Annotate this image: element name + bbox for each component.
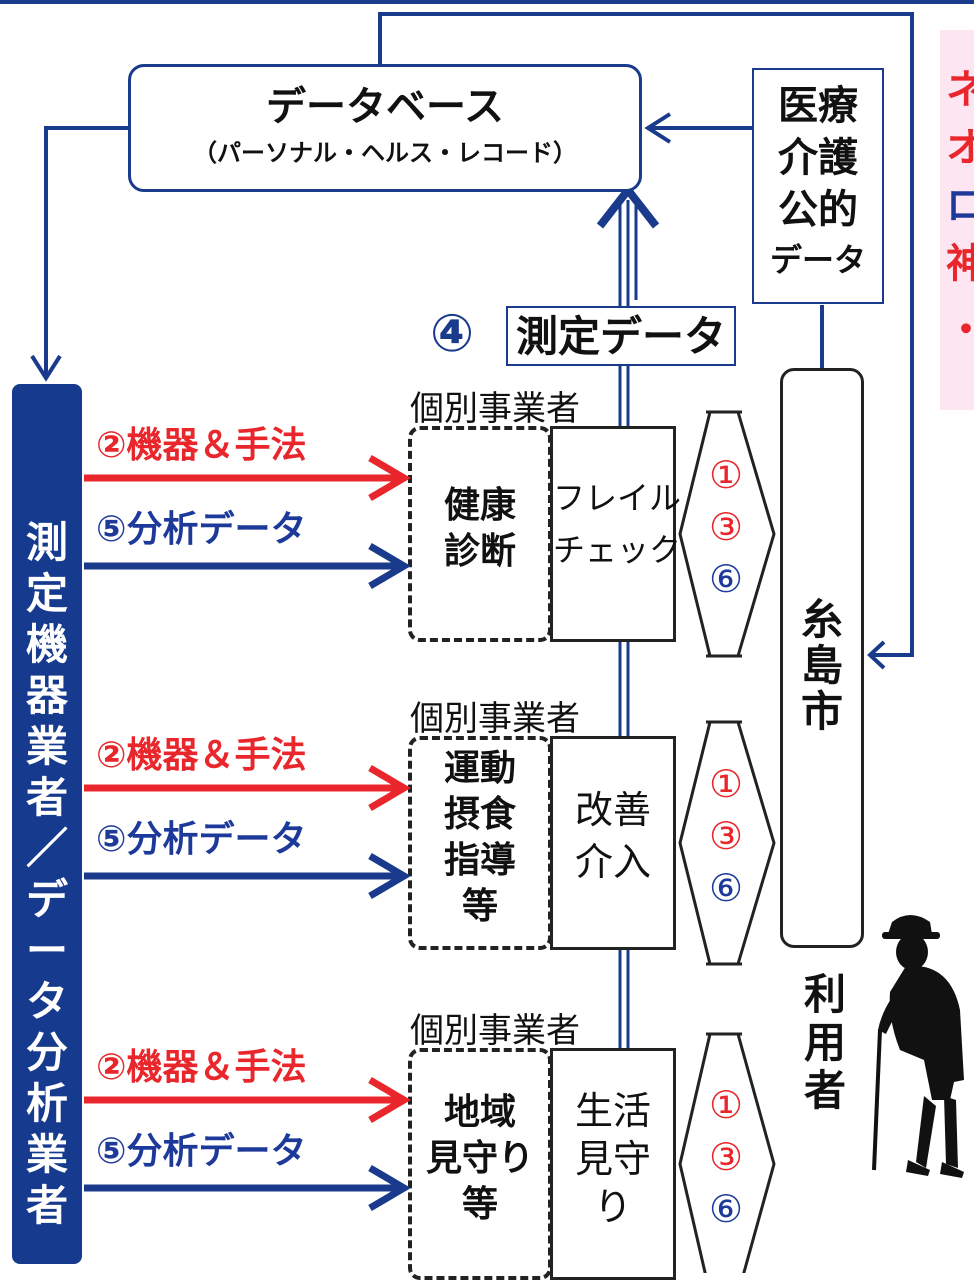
equipment-method-label: ②機器＆手法 — [96, 735, 307, 776]
action-line: 生活 — [574, 1089, 651, 1133]
arrowhead-db — [644, 112, 672, 144]
partial-text-1: ネ — [946, 67, 974, 113]
analysis-arrowhead — [368, 1164, 411, 1212]
service-box: 地域見守り等 — [408, 1048, 552, 1280]
public-data-box: 医療 介護 公的 データ — [752, 68, 884, 304]
public-data-line-1: 医療 — [778, 83, 858, 129]
service-box: 健康診断 — [408, 426, 552, 642]
action-line: チェック — [553, 531, 682, 569]
service-line: 指導 — [443, 840, 516, 881]
vendor-char: ／ — [25, 824, 68, 873]
vendor-char: 測 — [25, 518, 68, 567]
bidirectional-connector — [678, 720, 776, 966]
equipment-arrowhead — [368, 764, 411, 812]
measurement-label: 測定データ — [516, 312, 727, 361]
bidirectional-connector — [678, 410, 776, 658]
loop-line-db-to-city — [378, 12, 914, 657]
elderly-person-icon — [872, 915, 964, 1178]
loop-arrowhead-city — [867, 640, 886, 670]
step-badge: ① — [708, 453, 744, 497]
vendor-char: 析 — [25, 1079, 68, 1128]
operator-label: 個別事業者 — [410, 389, 580, 429]
service-line: 地域 — [443, 1092, 516, 1133]
service-line: 診断 — [443, 531, 516, 572]
analysis-data-label: ⑤分析データ — [96, 1131, 307, 1172]
vendor-char: 定 — [25, 569, 68, 618]
database-box: データベース （パーソナル・ヘルス・レコード） — [128, 64, 642, 192]
public-data-line-3: 公的 — [778, 187, 858, 233]
step-badge: ⑥ — [708, 866, 744, 910]
analysis-arrowhead — [368, 852, 411, 900]
operator-label: 個別事業者 — [410, 1011, 580, 1051]
step-badge: ① — [708, 762, 744, 806]
partial-text-3: ロ — [946, 183, 974, 229]
action-box: 生活見守り — [550, 1048, 676, 1280]
service-line: 等 — [461, 886, 498, 927]
partial-text-5: ・ — [946, 310, 974, 350]
vendor-char: 業 — [25, 722, 68, 771]
vendor-bar: 測定機器業者／データ分析業者 — [12, 384, 82, 1264]
vendor-char: 業 — [25, 1130, 68, 1179]
action-line: 改善 — [574, 788, 651, 832]
top-border — [0, 0, 974, 4]
service-line: 等 — [461, 1184, 498, 1225]
line-db-to-vendor — [44, 126, 130, 378]
database-title: データベース — [266, 84, 504, 130]
service-line: 運動 — [443, 748, 516, 789]
action-line: り — [593, 1185, 632, 1229]
action-line: 見守 — [574, 1137, 651, 1181]
action-box: フレイルチェック — [550, 426, 682, 642]
public-data-line-4: データ — [769, 241, 866, 279]
user-line-2: 用 — [804, 1018, 847, 1067]
service-line: 見守り — [425, 1138, 534, 1179]
measurement-number: ④ — [430, 304, 475, 364]
service-line: 健康 — [443, 485, 516, 526]
city-line-2: 島 — [800, 641, 843, 690]
database-subtitle: （パーソナル・ヘルス・レコード） — [193, 139, 577, 167]
vendor-char: 機 — [25, 620, 68, 669]
vendor-char: 者 — [25, 773, 68, 822]
user-line-3: 者 — [804, 1066, 847, 1115]
vendor-char: 器 — [25, 671, 68, 720]
action-line: 介入 — [574, 840, 651, 884]
vendor-char: ー — [25, 926, 68, 975]
step-badge: ⑥ — [708, 1187, 744, 1231]
vendor-char: タ — [25, 977, 68, 1026]
city-box: 糸 島 市 — [780, 368, 864, 948]
partial-text-2: オ — [946, 125, 974, 171]
step-badge: ③ — [708, 505, 744, 549]
equipment-method-label: ②機器＆手法 — [96, 1047, 307, 1088]
action-box: 改善介入 — [550, 736, 676, 950]
equipment-arrowhead — [368, 454, 411, 502]
analysis-data-label: ⑤分析データ — [96, 819, 307, 860]
city-line-3: 市 — [800, 687, 843, 736]
step-badge: ① — [708, 1083, 744, 1127]
measurement-label-box: 測定データ — [506, 306, 736, 366]
bidirectional-connector — [678, 1032, 776, 1273]
service-box: 運動摂食指導等 — [408, 736, 552, 950]
equipment-arrowhead — [368, 1076, 411, 1124]
user-line-1: 利 — [804, 970, 847, 1019]
step-badge: ⑥ — [708, 557, 744, 601]
equipment-method-label: ②機器＆手法 — [96, 425, 307, 466]
vendor-char: 分 — [25, 1028, 68, 1077]
step-badge: ③ — [708, 814, 744, 858]
service-line: 摂食 — [443, 794, 516, 835]
arrowhead-vendor — [30, 354, 62, 382]
public-data-line-2: 介護 — [778, 135, 858, 181]
step-badge: ③ — [708, 1135, 744, 1179]
city-line-1: 糸 — [800, 595, 843, 644]
operator-label: 個別事業者 — [410, 699, 580, 739]
pink-side-panel — [940, 30, 974, 410]
analysis-arrowhead — [368, 542, 411, 590]
vendor-char: デ — [25, 875, 68, 924]
vendor-char: 者 — [25, 1181, 68, 1230]
analysis-data-label: ⑤分析データ — [96, 509, 307, 550]
action-line: フレイル — [553, 479, 682, 517]
partial-text-4: 神 — [946, 241, 974, 287]
